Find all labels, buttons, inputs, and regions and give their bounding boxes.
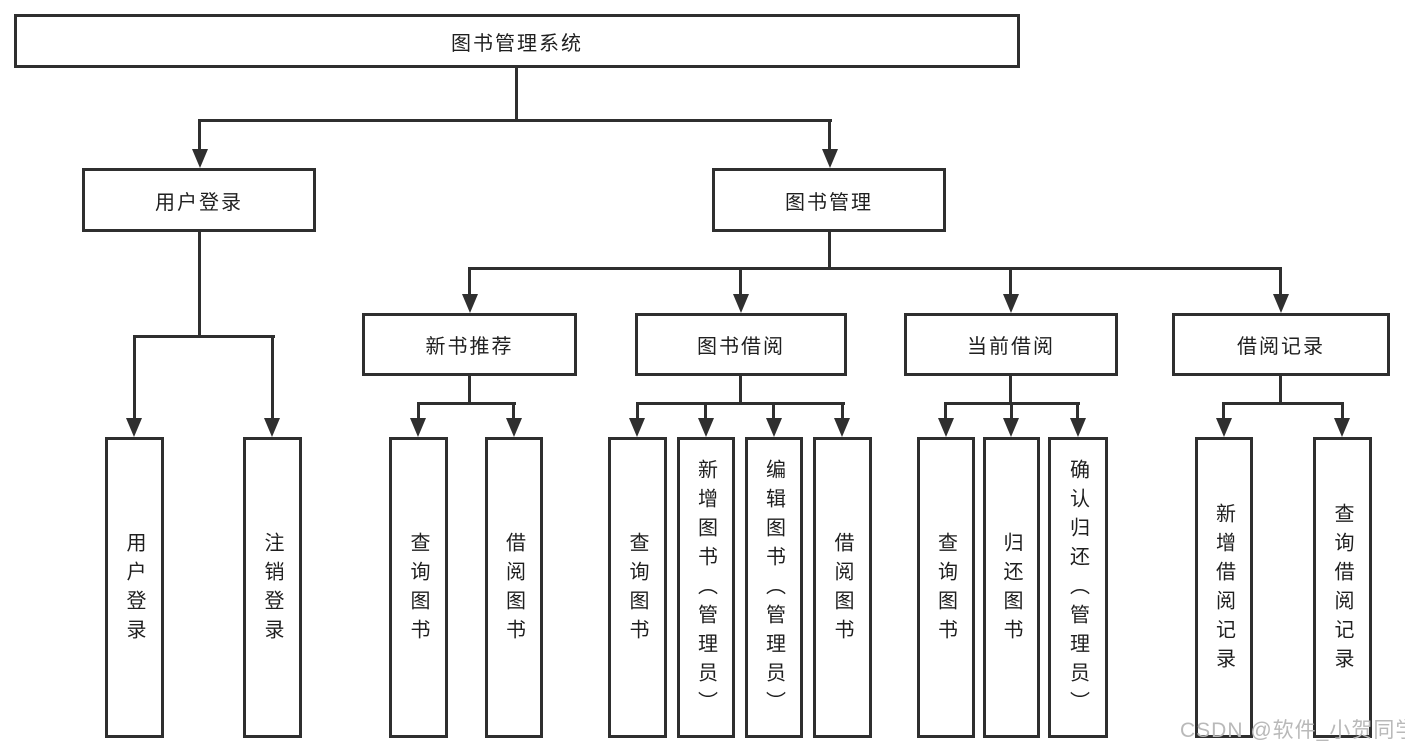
arrow-down-icon — [629, 418, 645, 437]
arrow-down-icon — [1216, 418, 1232, 437]
connector-line — [1009, 376, 1012, 405]
arrow-down-icon — [1070, 418, 1086, 437]
connector-line — [271, 335, 274, 419]
connector-line — [1009, 267, 1012, 295]
connector-line — [636, 402, 845, 405]
connector-line — [828, 119, 831, 152]
connector-line — [515, 68, 518, 120]
leaf-query-books-recommend: 查询图书 — [389, 437, 448, 738]
node-current-borrowing: 当前借阅 — [904, 313, 1118, 376]
connector-line — [133, 335, 136, 419]
node-borrow-records: 借阅记录 — [1172, 313, 1390, 376]
connector-line — [1076, 402, 1079, 420]
arrow-down-icon — [506, 418, 522, 437]
arrow-down-icon — [766, 418, 782, 437]
leaf-query-books-borrowing: 查询图书 — [608, 437, 667, 738]
connector-line — [739, 267, 742, 295]
connector-line — [1279, 376, 1282, 405]
arrow-down-icon — [1003, 418, 1019, 437]
leaf-edit-books-admin: 编辑图书（管理员） — [745, 437, 803, 738]
arrow-down-icon — [822, 149, 838, 168]
connector-line — [417, 402, 420, 420]
arrow-down-icon — [733, 294, 749, 313]
connector-line — [512, 402, 515, 420]
arrow-down-icon — [192, 149, 208, 168]
connector-line — [841, 402, 844, 420]
node-user-login: 用户登录 — [82, 168, 316, 232]
connector-line — [468, 267, 471, 295]
connector-line — [1222, 402, 1225, 420]
connector-line — [468, 376, 471, 405]
leaf-query-books-current: 查询图书 — [917, 437, 975, 738]
connector-line — [1279, 267, 1282, 295]
arrow-down-icon — [1003, 294, 1019, 313]
connector-line — [772, 402, 775, 420]
connector-line — [704, 402, 707, 420]
connector-line — [739, 376, 742, 405]
leaf-return-books: 归还图书 — [983, 437, 1040, 738]
connector-line — [468, 267, 1282, 270]
arrow-down-icon — [126, 418, 142, 437]
connector-line — [1341, 402, 1344, 420]
connector-line — [133, 335, 275, 338]
leaf-add-books-admin: 新增图书（管理员） — [677, 437, 735, 738]
arrow-down-icon — [1273, 294, 1289, 313]
node-book-borrowing: 图书借阅 — [635, 313, 847, 376]
connector-line — [944, 402, 947, 420]
leaf-confirm-return-admin: 确认归还（管理员） — [1048, 437, 1108, 738]
arrow-down-icon — [462, 294, 478, 313]
connector-line — [828, 232, 831, 270]
arrow-down-icon — [698, 418, 714, 437]
connector-line — [1222, 402, 1344, 405]
node-new-book-recommend: 新书推荐 — [362, 313, 577, 376]
leaf-query-borrow-record: 查询借阅记录 — [1313, 437, 1372, 738]
arrow-down-icon — [834, 418, 850, 437]
leaf-borrow-books-borrowing: 借阅图书 — [813, 437, 872, 738]
arrow-down-icon — [938, 418, 954, 437]
csdn-watermark: CSDN @软件_小贺同学 — [1180, 719, 1405, 742]
leaf-user-login: 用户登录 — [105, 437, 164, 738]
arrow-down-icon — [1334, 418, 1350, 437]
connector-line — [417, 402, 516, 405]
arrow-down-icon — [264, 418, 280, 437]
arrow-down-icon — [410, 418, 426, 437]
leaf-logout: 注销登录 — [243, 437, 302, 738]
node-book-management: 图书管理 — [712, 168, 946, 232]
connector-line — [1010, 402, 1013, 420]
connector-line — [198, 232, 201, 338]
connector-line — [198, 119, 201, 152]
leaf-add-borrow-record: 新增借阅记录 — [1195, 437, 1253, 738]
connector-line — [636, 402, 639, 420]
leaf-borrow-books-recommend: 借阅图书 — [485, 437, 543, 738]
connector-line — [199, 119, 832, 122]
node-root-library-system: 图书管理系统 — [14, 14, 1020, 68]
